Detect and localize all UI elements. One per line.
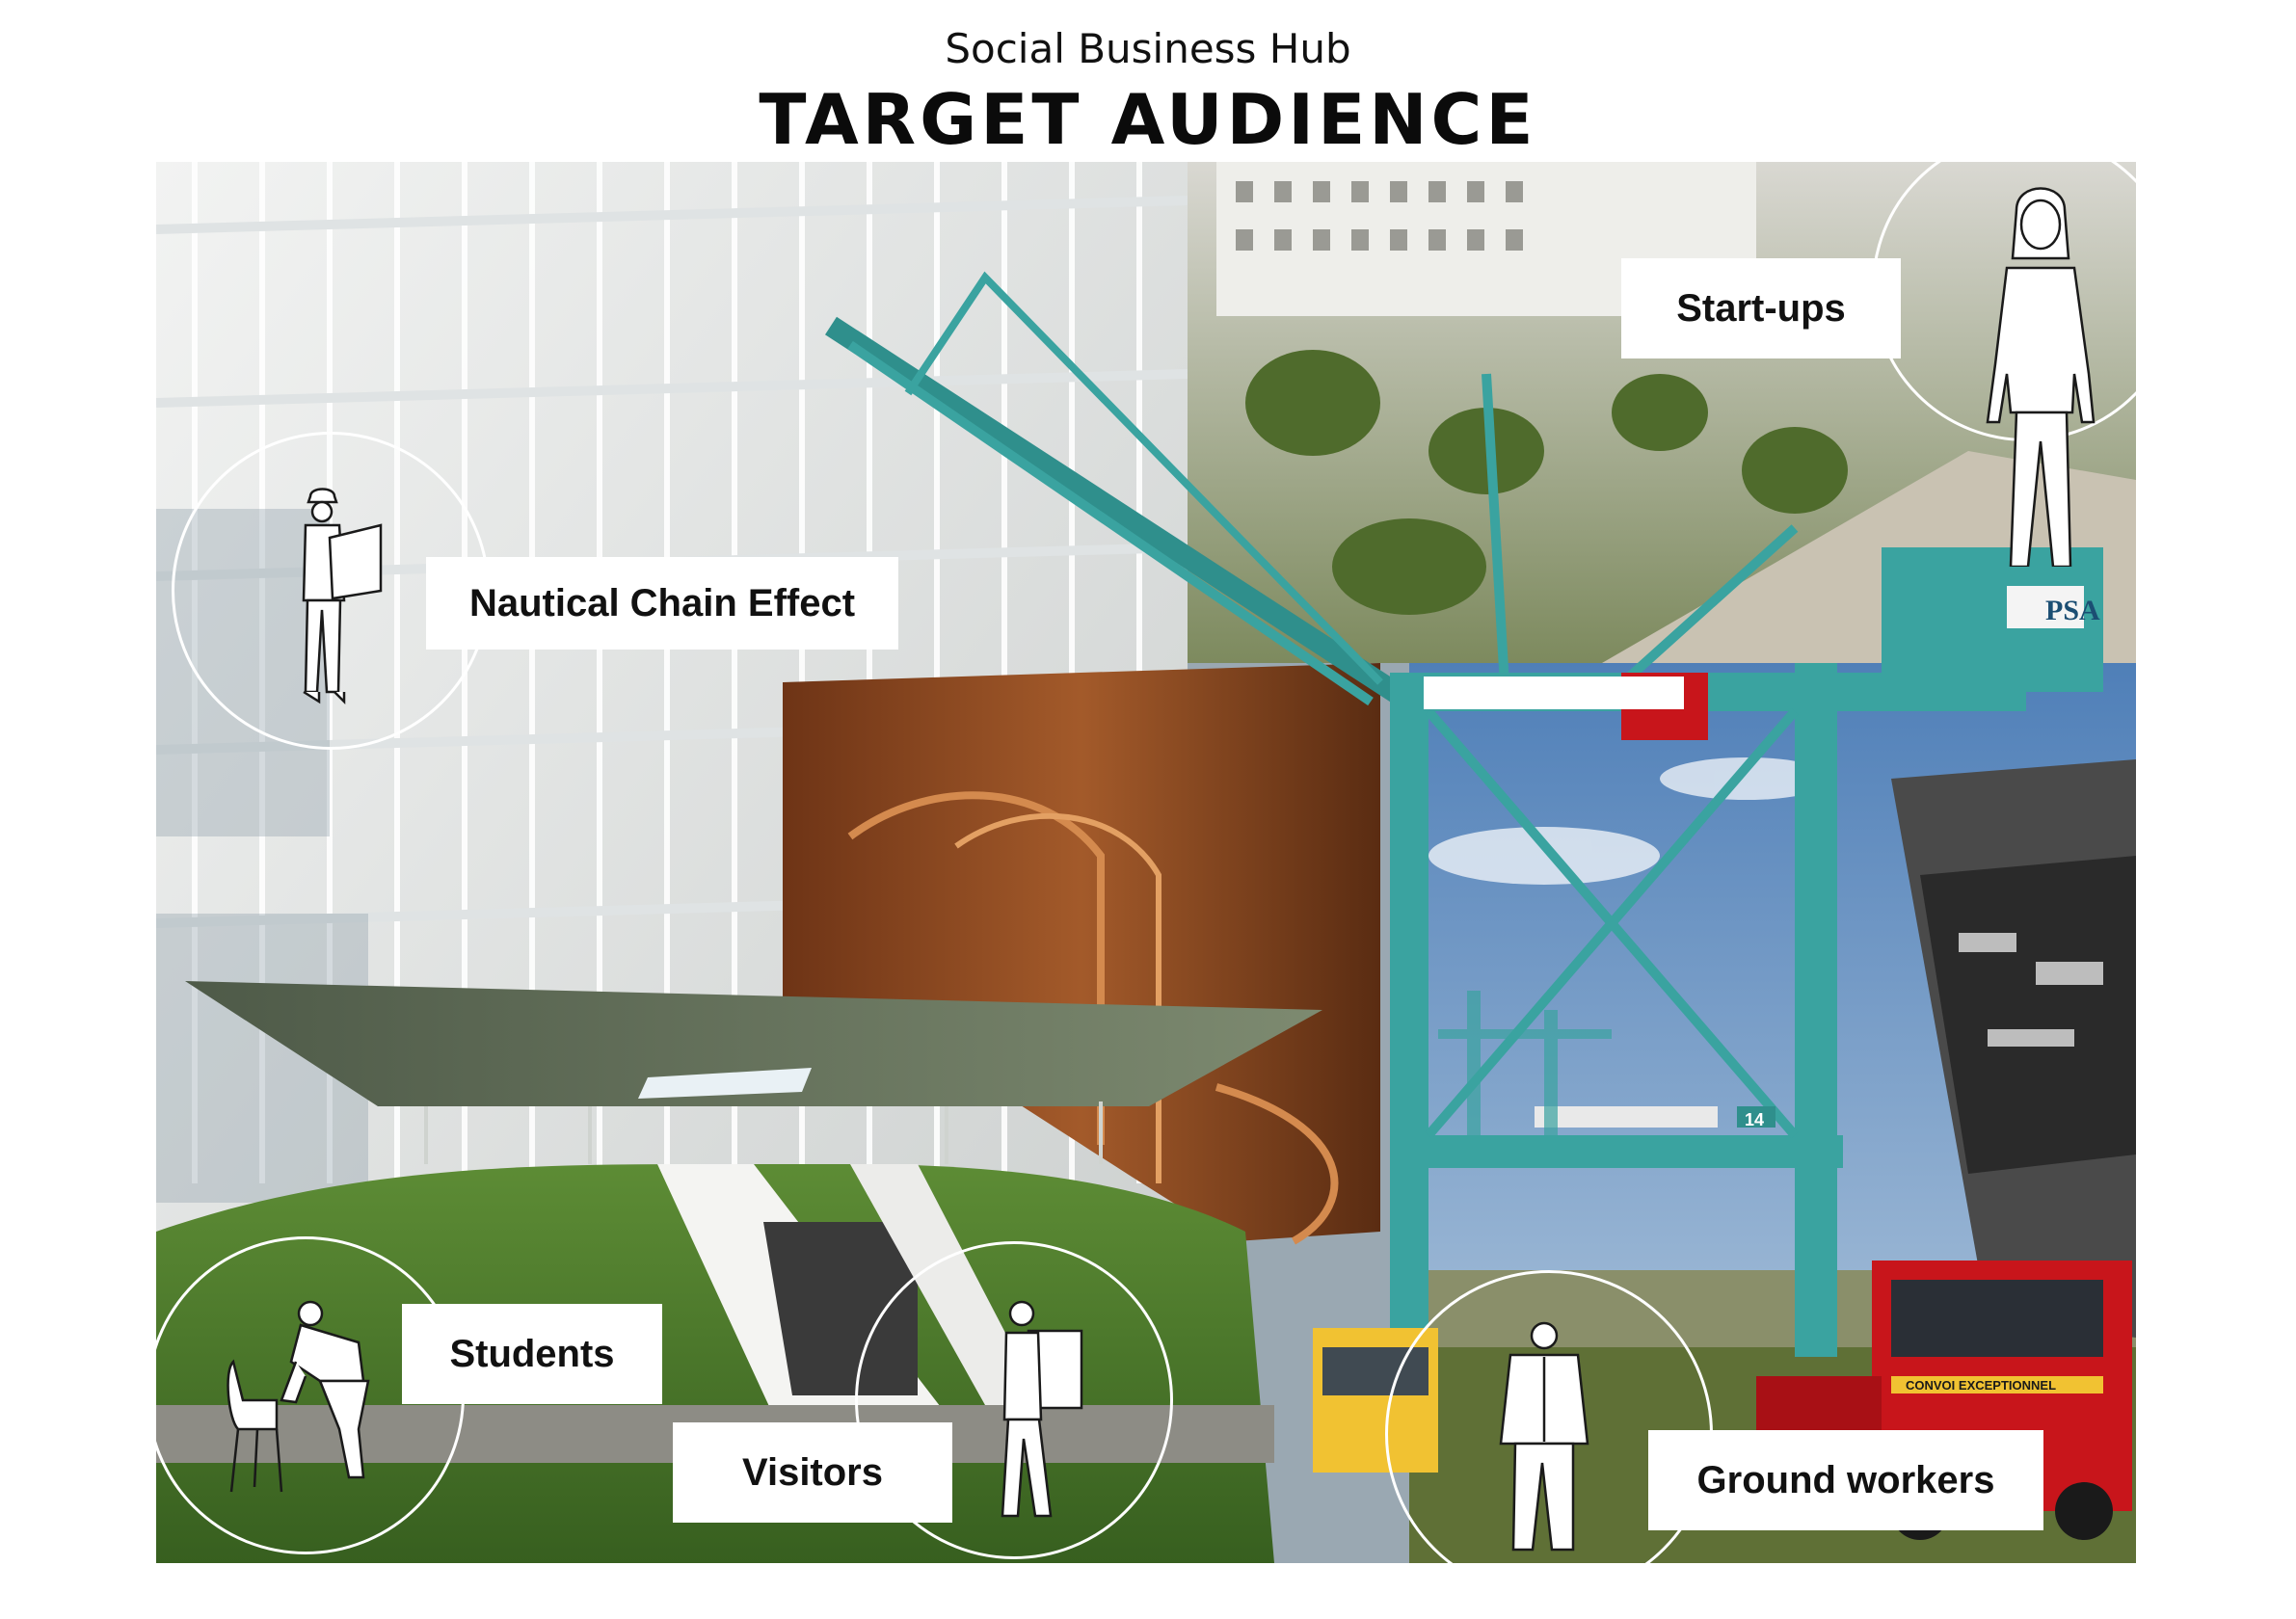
- visitors-ring: [855, 1241, 1173, 1559]
- worker-in-jacket-sketch-icon: [1499, 1321, 1589, 1552]
- crane-placard: [1424, 677, 1684, 709]
- nautical-chain-effect-label: Nautical Chain Effect: [426, 557, 898, 650]
- engineer-with-blueprint-sketch-icon: [302, 488, 383, 705]
- crane-number-text: 14: [1745, 1110, 1764, 1129]
- page-title: TARGET AUDIENCE: [759, 79, 1537, 160]
- office-photo: [1891, 759, 2136, 1338]
- standing-woman-sketch-icon: [1986, 187, 2096, 567]
- page-subtitle: Social Business Hub: [945, 25, 1351, 72]
- walker-with-backpack-sketch-icon: [1001, 1300, 1083, 1518]
- crane-logo-text: PSA: [2045, 595, 2100, 626]
- startups-label: Start-ups: [1621, 258, 1901, 358]
- students-label: Students: [402, 1304, 662, 1404]
- student-tying-shoe-sketch-icon: [227, 1300, 370, 1493]
- ground-workers-label: Ground workers: [1648, 1430, 2043, 1530]
- ground-workers-ring: [1385, 1270, 1713, 1563]
- collage: PSA 14 CONVOI EXCEPTIONNEL: [156, 162, 2136, 1563]
- crane-photo: [825, 271, 2103, 1357]
- background-cranes: [1438, 991, 1612, 1145]
- steel-sculpture-photo: [783, 663, 1380, 1245]
- visitors-label: Visitors: [673, 1422, 952, 1523]
- canopy-photo: [185, 981, 1322, 1164]
- truck-banner-text: CONVOI EXCEPTIONNEL: [1906, 1378, 2056, 1393]
